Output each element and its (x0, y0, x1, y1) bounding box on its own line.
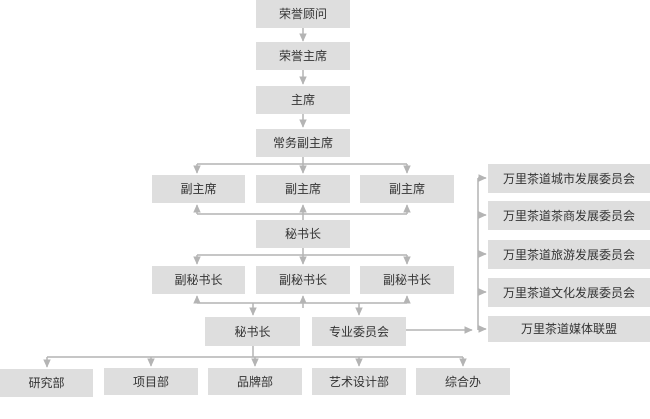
vice-chairman-label: 副主席 (180, 182, 217, 196)
department-box: 研究部 (0, 369, 93, 397)
vice-chairman-box: 副主席 (360, 175, 454, 203)
committee-box: 万里茶道城市发展委员会 (488, 164, 650, 193)
department-box: 项目部 (104, 368, 198, 395)
executive-vice-chairman-box: 常务副主席 (256, 129, 350, 157)
vice-chairman-box: 副主席 (256, 175, 350, 203)
deputy-secretary-label: 副秘书长 (278, 273, 327, 287)
committee-label: 万里茶道媒体联盟 (520, 322, 617, 336)
department-box: 综合办 (416, 368, 510, 395)
chairman-box: 主席 (256, 86, 350, 114)
deputy-secretary-box: 副秘书长 (152, 266, 245, 294)
deputy-secretary-label: 副秘书长 (382, 273, 431, 287)
secretary-general-label: 秘书长 (284, 227, 321, 241)
vice-chairman-label: 副主席 (388, 182, 425, 196)
committee-box: 万里茶道茶商发展委员会 (488, 201, 650, 230)
honorary-advisor-box: 荣誉顾问 (256, 0, 350, 28)
department-label: 综合办 (444, 374, 481, 389)
deputy-secretary-box: 副秘书长 (360, 266, 454, 294)
secretary-general-lower-label: 秘书长 (234, 324, 271, 339)
executive-vice-chairman-label: 常务副主席 (272, 136, 333, 150)
secretary-general-box: 秘书长 (256, 220, 350, 248)
deputy-secretary-box: 副秘书长 (256, 266, 350, 294)
committee-box: 万里茶道旅游发展委员会 (488, 240, 650, 269)
honorary-chairman-label: 荣誉主席 (278, 49, 327, 63)
secretary-general-lower-box: 秘书长 (205, 317, 300, 346)
honorary-chairman-box: 荣誉主席 (256, 42, 350, 70)
committee-label: 万里茶道旅游发展委员会 (502, 247, 635, 262)
department-label: 项目部 (132, 374, 169, 389)
department-label: 艺术设计部 (328, 374, 389, 389)
special-committee-box: 专业委员会 (312, 317, 406, 346)
department-label: 研究部 (28, 376, 65, 390)
deputy-secretary-label: 副秘书长 (174, 273, 223, 287)
department-label: 品牌部 (236, 374, 273, 389)
vice-chairman-label: 副主席 (284, 182, 321, 196)
committee-label: 万里茶道茶商发展委员会 (502, 208, 635, 223)
committee-label: 万里茶道文化发展委员会 (502, 285, 635, 300)
department-box: 品牌部 (208, 368, 302, 395)
committee-box: 万里茶道媒体联盟 (488, 316, 650, 342)
special-committee-label: 专业委员会 (328, 324, 389, 339)
department-box: 艺术设计部 (312, 368, 406, 395)
chairman-label: 主席 (290, 93, 315, 107)
committee-label: 万里茶道城市发展委员会 (502, 171, 635, 186)
vice-chairman-box: 副主席 (152, 175, 245, 203)
committee-box: 万里茶道文化发展委员会 (488, 278, 650, 307)
honorary-advisor-label: 荣誉顾问 (278, 7, 327, 21)
